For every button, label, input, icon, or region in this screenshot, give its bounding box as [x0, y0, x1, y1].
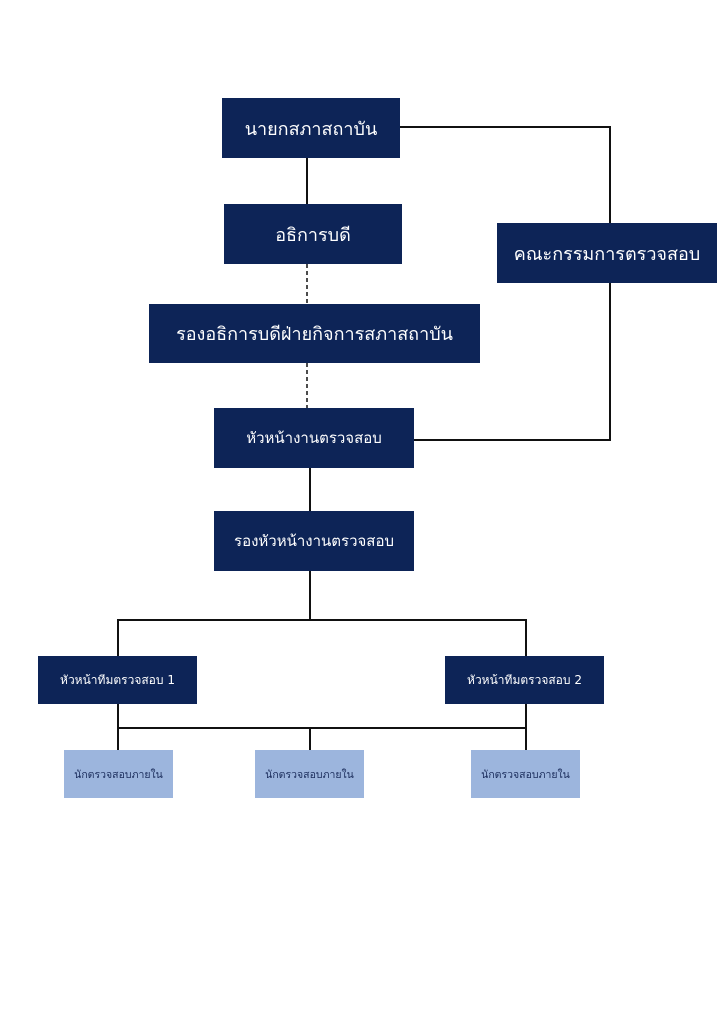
- line-president-committee: [399, 126, 611, 223]
- node-team-lead-2: หัวหน้าทีมตรวจสอบ 2: [445, 656, 604, 704]
- node-audit-deputy: รองหัวหน้างานตรวจสอบ: [214, 511, 414, 571]
- node-auditor-2: นักตรวจสอบภายใน: [255, 750, 364, 798]
- node-rector: อธิการบดี: [224, 204, 402, 264]
- line-committee-head: [413, 283, 611, 441]
- node-auditor-1: นักตรวจสอบภายใน: [64, 750, 173, 798]
- node-auditor-3: นักตรวจสอบภายใน: [471, 750, 580, 798]
- node-audit-head: หัวหน้างานตรวจสอบ: [214, 408, 414, 468]
- node-team-lead-1: หัวหน้าทีมตรวจสอบ 1: [38, 656, 197, 704]
- node-audit-committee: คณะกรรมการตรวจสอบ: [497, 223, 717, 283]
- node-president: นายกสภาสถาบัน: [222, 98, 400, 158]
- node-vice-rector: รองอธิการบดีฝ่ายกิจการสภาสถาบัน: [149, 304, 480, 363]
